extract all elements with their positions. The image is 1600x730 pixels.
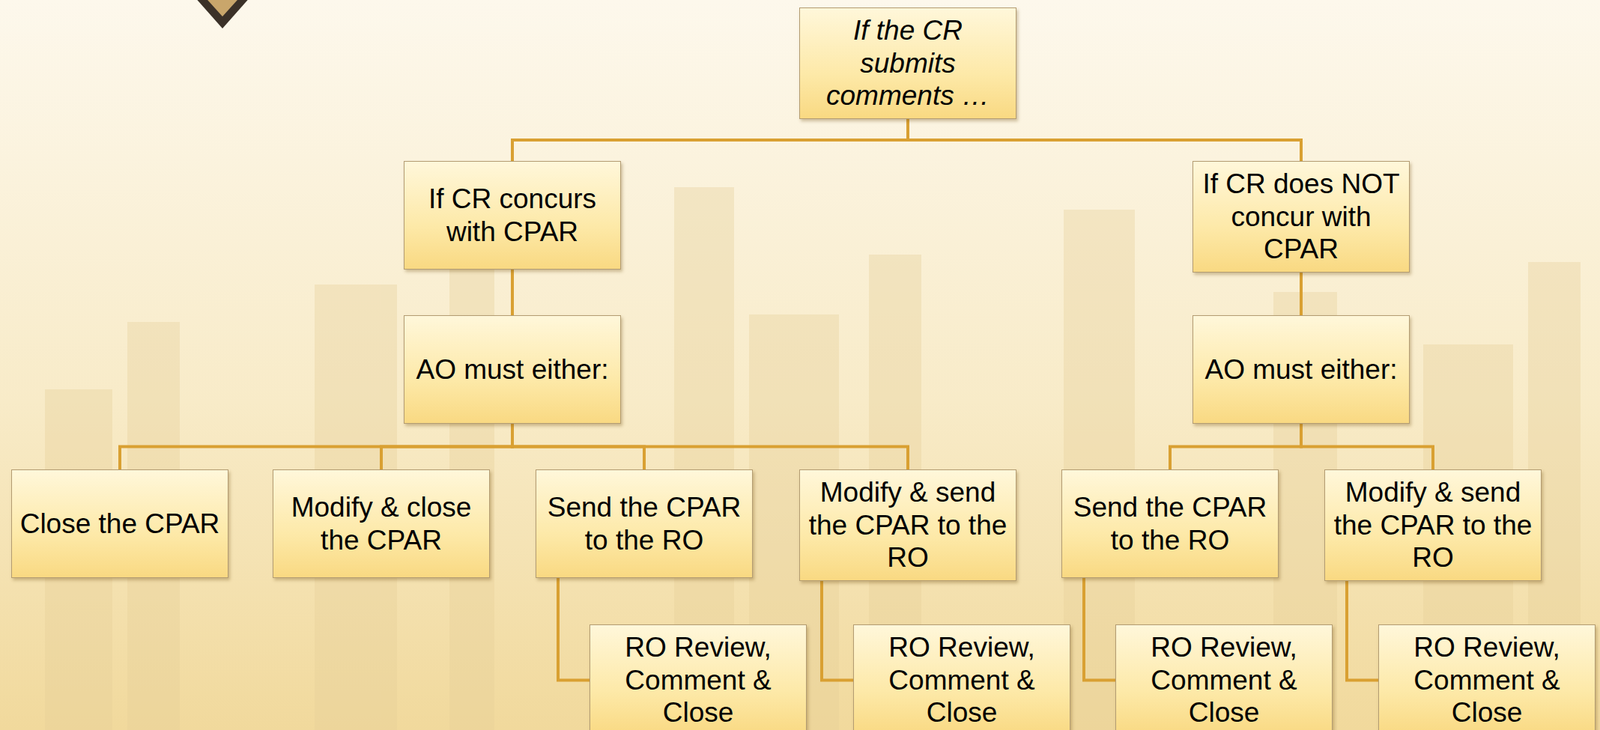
connector xyxy=(510,269,514,316)
box-text: RO Review, Comment & Close xyxy=(1379,631,1595,730)
box-text: Send the CPAR to the RO xyxy=(536,491,753,557)
box-text: RO Review, Comment & Close xyxy=(1116,631,1332,730)
logo xyxy=(170,0,275,29)
box-text: RO Review, Comment & Close xyxy=(590,631,806,730)
box-text: If CR concurs with CPAR xyxy=(404,182,621,248)
process-box: Close the CPAR xyxy=(11,469,229,579)
process-box: RO Review, Comment & Close xyxy=(589,624,807,730)
box-text: Send the CPAR to the RO xyxy=(1062,491,1278,557)
box-text: RO Review, Comment & Close xyxy=(853,631,1070,730)
connector xyxy=(512,423,908,470)
process-box: AO must either: xyxy=(1192,315,1410,424)
connector xyxy=(1299,272,1303,316)
process-box: If CR concurs with CPAR xyxy=(403,161,621,270)
connector xyxy=(1083,578,1116,681)
process-box: AO must either: xyxy=(403,315,621,424)
box-text: Modify & send the CPAR to the RO xyxy=(800,476,1016,575)
connector xyxy=(512,119,908,162)
box-text: Modify & send the CPAR to the RO xyxy=(1325,476,1541,575)
process-box: Modify & send the CPAR to the RO xyxy=(799,469,1017,582)
connector xyxy=(1301,423,1433,470)
process-box: If the CR submits comments … xyxy=(799,7,1017,120)
connector xyxy=(821,581,854,681)
box-text: Modify & close the CPAR xyxy=(273,491,490,557)
process-box: If CR does NOT concur with CPAR xyxy=(1192,161,1410,273)
process-box: RO Review, Comment & Close xyxy=(1378,624,1596,730)
box-text: Close the CPAR xyxy=(15,507,225,541)
connector xyxy=(907,119,1302,162)
process-box: RO Review, Comment & Close xyxy=(853,624,1071,730)
process-box: RO Review, Comment & Close xyxy=(1115,624,1333,730)
box-text: AO must either: xyxy=(411,353,613,387)
process-box: Modify & close the CPAR xyxy=(272,469,490,579)
process-box: Send the CPAR to the RO xyxy=(1061,469,1279,579)
process-box: Modify & send the CPAR to the RO xyxy=(1324,469,1542,582)
connector xyxy=(1170,423,1302,470)
connector xyxy=(1346,581,1379,681)
process-box: Send the CPAR to the RO xyxy=(535,469,753,579)
connector xyxy=(119,423,513,470)
box-text: If the CR submits comments … xyxy=(800,14,1016,113)
box-text: AO must either: xyxy=(1200,353,1402,387)
connector xyxy=(558,578,590,681)
box-text: If CR does NOT concur with CPAR xyxy=(1193,167,1409,266)
connector xyxy=(381,423,513,470)
